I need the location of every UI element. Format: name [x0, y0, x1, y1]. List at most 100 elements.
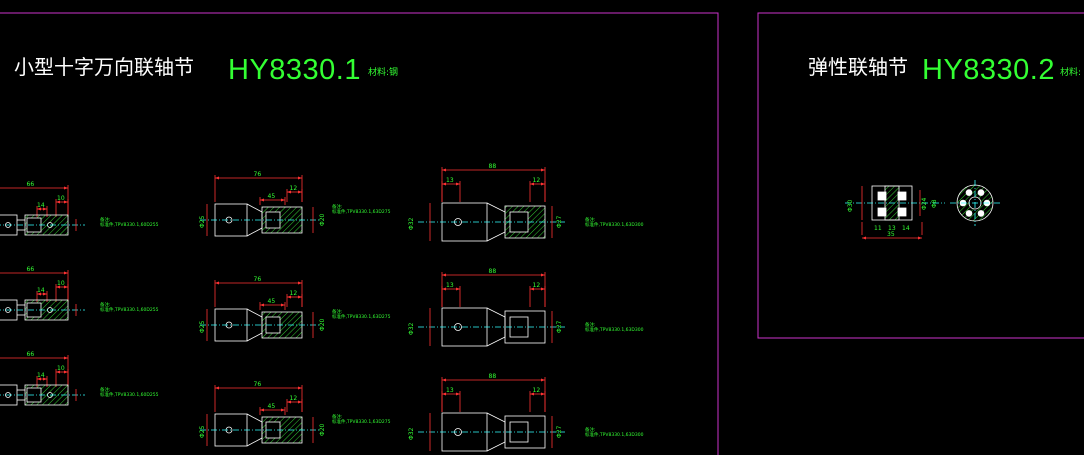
col1-note-label-3: 备注: — [100, 386, 111, 393]
col1-note-text-2: 标准件,TPV8330.1,60D255 — [100, 306, 159, 313]
col3-dim-end-left-3-arrow-a — [442, 392, 446, 396]
col2-dia-right-2-label: Φ20 — [319, 318, 326, 331]
elastic-len-2: 13 — [888, 225, 896, 232]
col2-dim-mid-1-arrow-a — [260, 198, 264, 202]
elastic-slot-top-left — [877, 191, 887, 201]
col3-dim-end-right-2: 12 — [529, 282, 546, 307]
col3-dim-end-right-3: 12 — [529, 387, 546, 412]
col1-dim-small-1-label: 14 — [37, 202, 45, 209]
col1-dim-end-2-arrow-b — [64, 285, 68, 289]
col3-dia-left-3: Φ32 — [408, 427, 415, 440]
col3-dim-overall-2-label: 88 — [489, 268, 497, 275]
col2-dia-right-1-label: Φ20 — [319, 213, 326, 226]
col3-dim-end-right-3-label: 12 — [533, 387, 541, 394]
col3-note-text-2: 标准件,TPV8330.1,63D300 — [585, 326, 644, 333]
elastic-end-hole-2 — [977, 210, 985, 217]
col3-dim-end-left-1: 13 — [441, 177, 461, 202]
col3-dim-end-right-3-arrow-b — [541, 392, 545, 396]
elastic-end-view — [950, 180, 1000, 226]
elastic-dia-2-label: Φ24 — [921, 197, 928, 210]
col2-dim-mid-2-arrow-b — [281, 303, 285, 307]
col2-dim-overall-3-arrow-a — [215, 386, 219, 390]
col3-note-text-3: 标准件,TPV8330.1,63D300 — [585, 431, 644, 438]
elastic-dia-1-label: Φ30 — [847, 199, 854, 212]
col1-dim-overall-3-arrow-b — [64, 356, 68, 360]
col2-dim-end-3-arrow-a — [287, 400, 291, 404]
col3-note-label-3: 备注: — [585, 426, 596, 433]
col1-dim-overall-1-arrow-b — [64, 186, 68, 190]
sheet2-code: HY8330.2 — [922, 54, 1055, 86]
col2-dia-right-3: Φ20 — [319, 423, 326, 436]
sheet2-title: 弹性联轴节 — [808, 55, 908, 79]
col2-dim-overall-2-arrow-b — [298, 281, 302, 285]
elastic-dim-overall-label: 35 — [887, 231, 895, 238]
col1-dim-end-3-arrow-a — [56, 370, 60, 374]
col2-dia-left-2: Φ25 — [199, 320, 206, 333]
col2-dim-end-2-label: 12 — [290, 290, 298, 297]
col2-dim-mid-1-label: 45 — [268, 193, 276, 200]
col2-dim-overall-3-arrow-b — [298, 386, 302, 390]
col1-dim-end-2: 10 — [55, 280, 69, 302]
col2-note-text-2: 标准件,TPV8330.1,63D275 — [332, 313, 391, 320]
col1-dim-end-2-label: 10 — [57, 280, 65, 287]
col3-dim-end-left-1-arrow-b — [456, 182, 460, 186]
col3-dim-end-left-2-label: 13 — [446, 282, 454, 289]
col1-dim-end-1-arrow-a — [56, 200, 60, 204]
col2-dim-end-1: 12 — [286, 185, 303, 202]
col2-dim-mid-3: 45 — [259, 403, 286, 415]
elastic-slot-bot-left — [877, 207, 887, 217]
col3-dim-overall-3-label: 88 — [489, 373, 497, 380]
col1-dim-end-3: 10 — [55, 365, 69, 387]
col2-dia-right-2: Φ20 — [319, 318, 326, 331]
col3-dim-overall-1: 88 — [441, 163, 546, 202]
col1-dim-small-2-arrow-b — [43, 292, 47, 296]
col2-dia-left-2-label: Φ25 — [199, 320, 206, 333]
col3-dim-end-left-1-arrow-a — [442, 182, 446, 186]
col3-dim-end-right-2-label: 12 — [533, 282, 541, 289]
parts-layer: 661014备注:标准件,TPV8330.1,60D255661014备注:标准… — [0, 163, 1000, 452]
col2-note-label-2: 备注: — [332, 308, 343, 315]
col1-dim-overall-2-label: 66 — [27, 266, 35, 273]
col3-dia-left-2: Φ32 — [408, 322, 415, 335]
col2-dim-end-3: 12 — [286, 395, 303, 412]
col1-dim-small-1-arrow-b — [43, 207, 47, 211]
col2-dia-left-3: Φ25 — [199, 425, 206, 438]
elastic-dia-3-label: Φ8 — [931, 199, 938, 208]
elastic-dia-2: Φ24 — [921, 197, 928, 210]
sheet1-code: HY8330.1 — [228, 54, 361, 86]
col1-note-text-3: 标准件,TPV8330.1,60D255 — [100, 391, 159, 398]
col1-note-label-1: 备注: — [100, 216, 111, 223]
col1-dim-end-1-label: 10 — [57, 195, 65, 202]
col3-dim-end-left-3: 13 — [441, 387, 461, 412]
col1-note-label-2: 备注: — [100, 301, 111, 308]
col3-dim-end-left-3-arrow-b — [456, 392, 460, 396]
col1-note-text-1: 标准件,TPV8330.1,60D255 — [100, 221, 159, 228]
col2-dia-right-3-label: Φ20 — [319, 423, 326, 436]
col3-dim-end-left-2-arrow-a — [442, 287, 446, 291]
elastic-end-hole-5 — [965, 189, 973, 196]
col2-dim-overall-2-label: 76 — [254, 276, 262, 283]
col3-dia-right-3: Φ27 — [556, 425, 563, 438]
col3-dim-end-left-2-arrow-b — [456, 287, 460, 291]
col1-dim-small-3-arrow-a — [37, 377, 41, 381]
elastic-slot-bot-right — [897, 207, 907, 217]
col2-dim-end-1-arrow-a — [287, 190, 291, 194]
elastic-end-hole-6 — [977, 189, 985, 196]
col3-note-label-2: 备注: — [585, 321, 596, 328]
col3-dim-overall-1-arrow-a — [442, 168, 446, 172]
elastic-len-1: 11 — [874, 225, 882, 232]
col3-note-text-1: 标准件,TPV8330.1,63D300 — [585, 221, 644, 228]
col1-dim-overall-1-label: 66 — [27, 181, 35, 188]
col1-dim-overall-3-label: 66 — [27, 351, 35, 358]
col3-dia-left-1: Φ32 — [408, 217, 415, 230]
col1-dim-small-1-arrow-a — [37, 207, 41, 211]
col1-dim-small-3-label: 14 — [37, 372, 45, 379]
sheet1-frame — [0, 12, 719, 455]
col2-dia-right-1: Φ20 — [319, 213, 326, 226]
col3-dim-end-right-1-label: 12 — [533, 177, 541, 184]
col2-dia-left-3-label: Φ25 — [199, 425, 206, 438]
elastic-len-3: 14 — [902, 225, 910, 232]
